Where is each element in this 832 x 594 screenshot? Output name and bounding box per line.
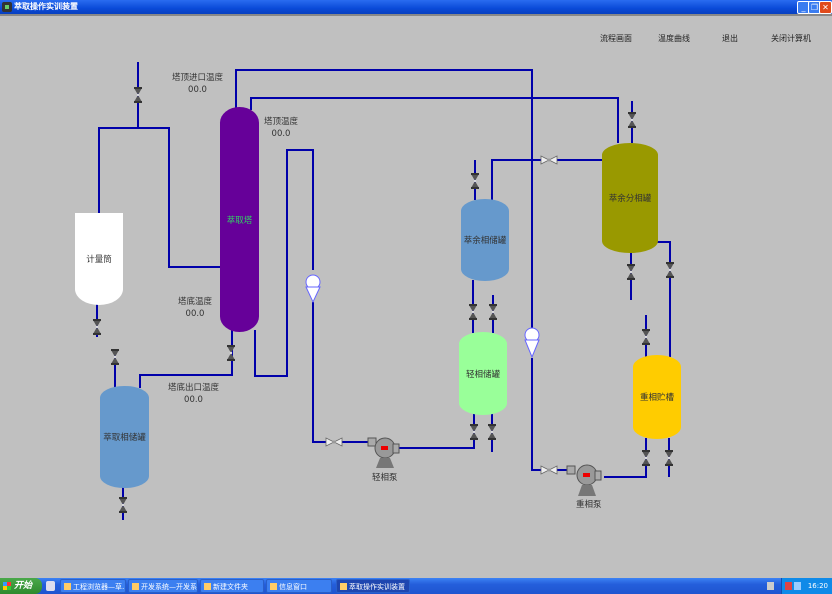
tray-icon-2[interactable]: [794, 582, 801, 590]
light-pump-icon[interactable]: [367, 437, 400, 468]
menu-flow-screen[interactable]: 流程画面: [600, 34, 632, 43]
menu-shutdown[interactable]: 关闭计算机: [771, 34, 811, 43]
pipe-network: [93, 62, 674, 520]
restore-button[interactable]: ❐: [808, 1, 821, 14]
raffinate-storage-tank[interactable]: 萃余相储罐: [461, 199, 509, 281]
task-new-folder[interactable]: 新建文件夹: [200, 579, 264, 593]
task-extraction-app[interactable]: 萃取操作实训装置: [336, 579, 410, 593]
extraction-column[interactable]: 萃取塔: [220, 107, 259, 332]
tray-icon-1[interactable]: [767, 582, 774, 590]
system-tray: 16:20: [781, 578, 832, 594]
raffinate-separator-tank[interactable]: 萃余分相罐: [602, 143, 658, 253]
raffinate-storage-label: 萃余相储罐: [463, 236, 507, 246]
readout-label: 塔顶温度: [264, 117, 299, 127]
metering-tank[interactable]: 计量筒: [75, 213, 123, 305]
menu-exit[interactable]: 退出: [722, 34, 738, 43]
task-project-browser[interactable]: 工程浏览器—草…: [60, 579, 126, 593]
extract-storage-tank[interactable]: 萃取相储罐: [100, 386, 149, 488]
heavy-phase-storage-label: 重相贮槽: [639, 393, 674, 403]
menu-temperature-curve[interactable]: 温度曲线: [658, 34, 690, 43]
flowmeter-1: [305, 274, 321, 304]
readout-label: 塔底温度: [178, 297, 213, 307]
flowmeter-2: [524, 327, 540, 359]
extract-storage-label: 萃取相储罐: [103, 433, 146, 443]
light-phase-storage-label: 轻相储罐: [465, 369, 500, 380]
readout-value: 00.0: [271, 129, 291, 139]
readout-bottom-outlet-temp: 塔底出口温度 00.0: [168, 382, 219, 406]
metering-tank-label: 计量筒: [86, 255, 112, 265]
raffinate-separator-label: 萃余分相罐: [608, 194, 652, 204]
start-button[interactable]: 开始: [0, 578, 42, 594]
heavy-pump-icon[interactable]: [566, 464, 602, 496]
taskbar: 开始 工程浏览器—草… 开发系统—开发系统 新建文件夹 信息窗口 萃取操作实训装…: [0, 578, 832, 594]
readout-value: 00.0: [188, 85, 207, 95]
clock: 16:20: [807, 582, 828, 590]
task-dev-system[interactable]: 开发系统—开发系统: [128, 579, 198, 593]
readout-label: 塔顶进口温度: [172, 73, 224, 83]
heavy-pump-label: 重相泵: [576, 500, 602, 510]
readout-top-temp: 塔顶温度 00.0: [264, 116, 298, 140]
readout-value: 00.0: [185, 309, 205, 319]
heavy-phase-storage-tank[interactable]: 重相贮槽: [633, 355, 681, 439]
light-phase-storage-tank[interactable]: 轻相储罐: [459, 332, 507, 415]
close-button[interactable]: ✕: [819, 1, 832, 14]
title-bar: 萃取操作实训装置 _ ❐ ✕: [0, 0, 832, 14]
readout-top-inlet-temp: 塔顶进口温度 00.0: [172, 72, 223, 96]
readout-bottom-temp: 塔底温度 00.0: [178, 296, 212, 320]
network-icon[interactable]: [785, 582, 792, 590]
window-title: 萃取操作实训装置: [14, 2, 78, 11]
readout-label: 塔底出口温度: [168, 383, 220, 393]
light-pump-label: 轻相泵: [372, 473, 398, 483]
readout-value: 00.0: [184, 395, 203, 405]
app-icon: [2, 2, 12, 12]
task-info-window[interactable]: 信息窗口: [266, 579, 332, 593]
extraction-column-label: 萃取塔: [226, 215, 253, 226]
quicklaunch-icon[interactable]: [46, 581, 55, 591]
